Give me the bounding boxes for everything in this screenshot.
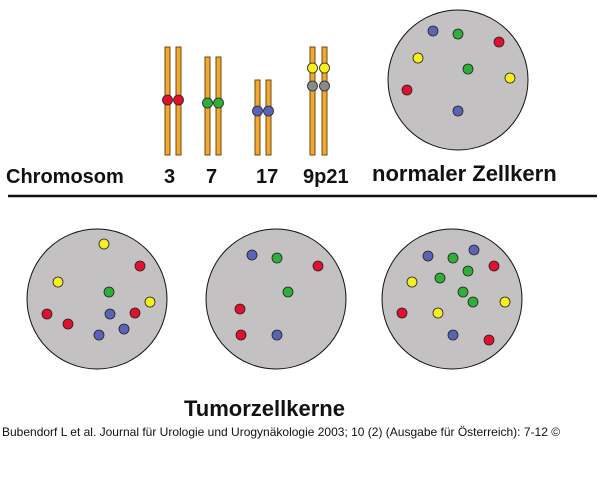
chr3-signal [173, 94, 184, 106]
red-signal [396, 307, 408, 319]
yellow-signal [52, 276, 64, 288]
citation-caption: Bubendorf L et al. Journal für Urologie … [2, 425, 561, 439]
green-signal [271, 252, 283, 264]
red-signal [129, 307, 141, 319]
green-signal [467, 296, 479, 308]
red-signal [401, 84, 413, 96]
blue-signal [118, 323, 130, 335]
red-signal [235, 329, 247, 341]
chromosome-17-pair [252, 79, 274, 156]
chr7-signal [213, 97, 224, 109]
yellow-signal [98, 238, 110, 250]
green-signal [457, 286, 469, 298]
chr9p21-second-signal [307, 80, 318, 92]
yellow-signal [412, 52, 424, 64]
green-signal [452, 28, 464, 40]
red-signal [62, 318, 74, 330]
tumor-nuclei-label: Tumorzellkerne [184, 396, 345, 421]
red-signal [134, 260, 146, 272]
green-signal [462, 265, 474, 277]
blue-signal [271, 329, 283, 341]
green-signal [447, 252, 459, 264]
tumor-nucleus-2 [205, 228, 347, 370]
green-signal [103, 286, 115, 298]
red-signal [312, 260, 324, 272]
yellow-signal [432, 307, 444, 319]
yellow-signal [504, 72, 516, 84]
chromosome-9p21-label: 9p21 [303, 166, 349, 188]
chromosome-7-pair [202, 56, 224, 156]
blue-signal [93, 329, 105, 341]
tumor-nucleus-3 [381, 228, 523, 370]
chromosome-9p21-pair [307, 46, 330, 156]
yellow-signal [406, 276, 418, 288]
red-signal [234, 303, 246, 315]
blue-signal [104, 308, 116, 320]
yellow-signal [499, 296, 511, 308]
green-signal [434, 272, 446, 284]
chr9p21-second-signal [319, 80, 330, 92]
yellow-signal [144, 296, 156, 308]
chr9p21-signal [319, 62, 330, 74]
chr9p21-signal [307, 62, 318, 74]
chromosome-3-pair [162, 46, 184, 156]
tumor-nucleus-1 [26, 228, 168, 370]
blue-signal [422, 250, 434, 262]
chr17-signal [263, 105, 274, 117]
red-signal [493, 36, 505, 48]
chromosom-label: Chromosom [6, 166, 124, 188]
blue-signal [427, 25, 439, 37]
green-signal [462, 63, 474, 75]
chr3-signal [162, 94, 173, 106]
blue-signal [246, 249, 258, 261]
blue-signal [447, 329, 459, 341]
blue-signal [452, 105, 464, 117]
normal-nucleus [387, 9, 529, 151]
red-signal [41, 308, 53, 320]
chromosome-3-label: 3 [164, 166, 176, 188]
blue-signal [468, 244, 480, 256]
green-signal [282, 286, 294, 298]
red-signal [483, 334, 495, 346]
chr7-signal [202, 97, 213, 109]
normal-nucleus-label: normaler Zellkern [372, 161, 557, 186]
chromosome-17-label: 17 [256, 166, 279, 188]
red-signal [488, 260, 500, 272]
chr17-signal [252, 105, 263, 117]
chromosome-7-label: 7 [206, 166, 218, 188]
